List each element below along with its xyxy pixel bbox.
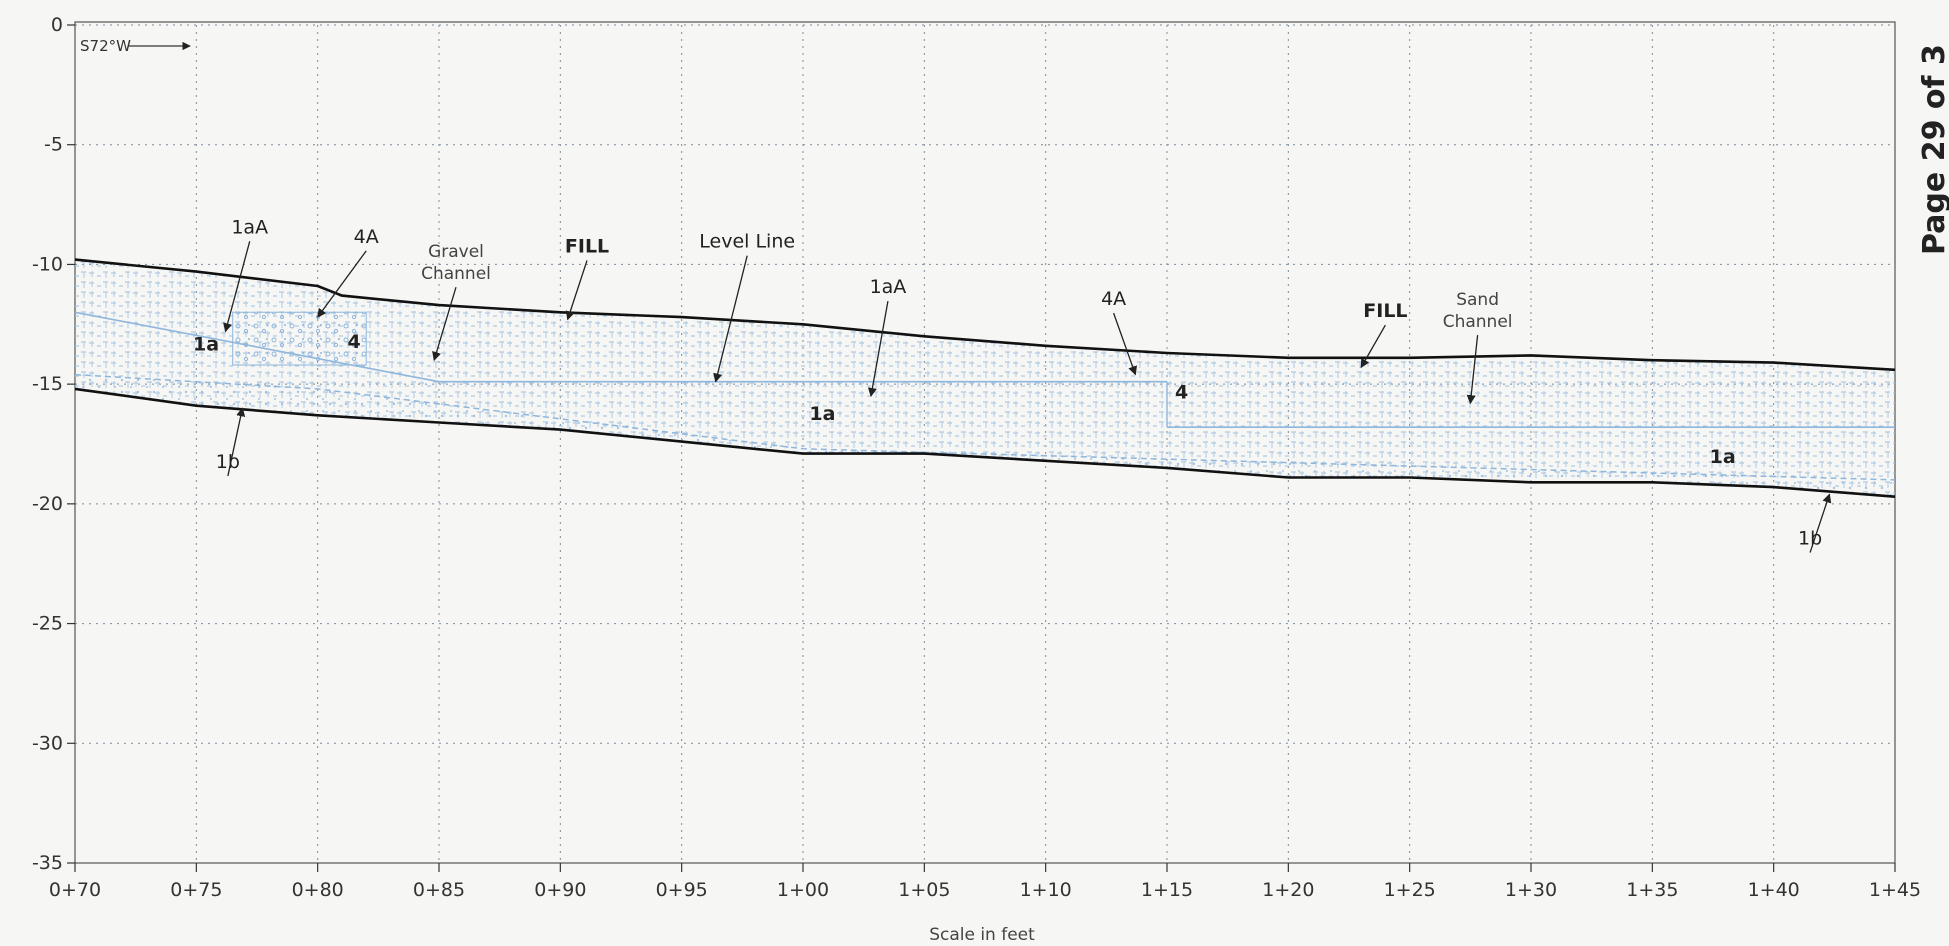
x-tick-label: 1+45	[1869, 879, 1921, 901]
x-tick-label: 1+40	[1748, 879, 1800, 901]
x-tick-label: 1+25	[1384, 879, 1436, 901]
x-tick-label: 1+10	[1020, 879, 1072, 901]
page-header: Page 29 of 3	[1917, 44, 1949, 255]
x-tick-label: 0+80	[292, 879, 344, 901]
unit-boundary-line	[74, 373, 1896, 481]
annotation-4A-mid: 4A	[1101, 288, 1137, 376]
annotation-label: 4A	[354, 226, 379, 248]
annotation-arrow	[867, 301, 889, 398]
annotation-1aA-mid: 1aA	[867, 276, 907, 398]
annotation-arrow	[1466, 335, 1479, 405]
annotation-label: 1aA	[870, 276, 907, 298]
x-tick-label: 0+85	[413, 879, 465, 901]
annotation-1aA-left: 1aA	[223, 216, 268, 333]
annotation-arrow	[565, 260, 588, 321]
x-tick-label: 1+35	[1626, 879, 1678, 901]
annotation-arrow	[713, 255, 748, 383]
x-tick-label: 1+20	[1262, 879, 1314, 901]
unit-label-1a-left: 1a	[193, 334, 219, 356]
x-tick-label: 0+75	[170, 879, 222, 901]
annotation-label: 1b	[1798, 528, 1822, 550]
soil-band-fill	[75, 259, 1895, 497]
x-tick-label: 0+95	[656, 879, 708, 901]
annotation-arrow	[223, 241, 251, 333]
y-tick-label: 0	[51, 14, 63, 36]
annotation-label: FILL	[565, 235, 609, 257]
x-tick-label: 1+05	[898, 879, 950, 901]
excavation-bottom-line	[74, 387, 1896, 498]
x-tick-label: 1+15	[1141, 879, 1193, 901]
annotation-4A-left: 4A	[317, 226, 379, 318]
unit-label-1a-mid: 1a	[809, 403, 835, 425]
annotation-label: 4A	[1101, 288, 1126, 310]
annotation-arrow	[317, 250, 367, 318]
annotation-fill-right: FILL	[1360, 300, 1408, 369]
level-line-segment-1	[74, 311, 1167, 383]
x-axis: 0+70 0+75 0+80 0+85 0+90 0+95 1+00 1+05 1+10 1+15…	[49, 863, 1921, 901]
annotation-label: 1b	[216, 451, 240, 473]
x-tick-label: 0+90	[534, 879, 586, 901]
annotation-label: FILL	[1363, 300, 1407, 322]
annotation-1b-left: 1b	[216, 407, 246, 477]
x-axis-title: Scale in feet	[929, 925, 1035, 945]
x-tick-label: 0+70	[49, 879, 101, 901]
y-axis: 0 -5 -10 -15 -20 -25 -30 -35	[32, 14, 75, 874]
x-tick-label: 1+30	[1505, 879, 1557, 901]
y-tick-label: -30	[32, 732, 63, 754]
ground-surface-line	[74, 258, 1896, 372]
annotation-level-line: Level Line	[699, 231, 795, 383]
y-tick-label: -20	[32, 493, 63, 515]
unit-label-4-left: 4	[347, 331, 360, 353]
gravel-channel-region	[232, 311, 367, 366]
y-tick-label: -10	[32, 253, 63, 275]
annotation-fill-left: FILL	[565, 235, 609, 321]
geology-layers	[74, 258, 1896, 498]
y-tick-label: -5	[44, 134, 63, 156]
annotation-arrow	[432, 287, 457, 362]
x-tick-label: 1+00	[777, 879, 829, 901]
unit-label-4-right: 4	[1175, 382, 1188, 404]
annotation-arrow	[1360, 324, 1386, 369]
annotation-arrow	[1113, 312, 1137, 376]
annotation-label: Level Line	[699, 231, 795, 253]
annotation-1b-right: 1b	[1798, 493, 1832, 553]
y-tick-label: -25	[32, 613, 63, 635]
annotation-label: 1aA	[231, 216, 268, 238]
y-tick-label: -35	[32, 852, 63, 874]
unit-labels: 1a 4 1a 4 1a	[193, 331, 1736, 468]
unit-label-1a-right: 1a	[1710, 446, 1736, 468]
y-tick-label: -15	[32, 373, 63, 395]
annotation-arrow	[1809, 493, 1832, 553]
annotation-arrow	[227, 407, 246, 477]
direction-label: S72°W	[80, 37, 131, 55]
